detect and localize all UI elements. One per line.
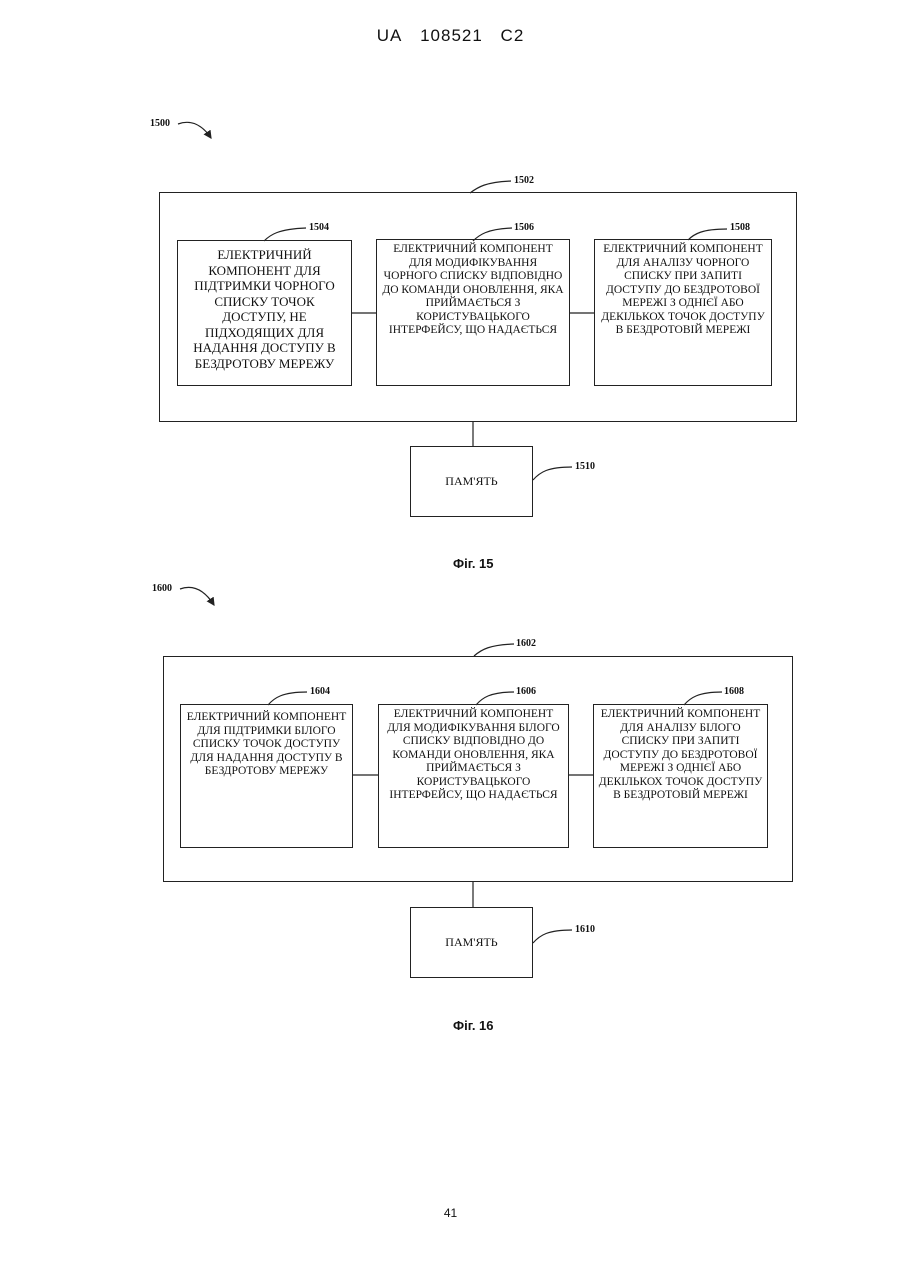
component-1508: ЕЛЕКТРИЧНИЙ КОМПОНЕНТ ДЛЯ АНАЛІЗУ ЧОРНОГ…: [594, 239, 772, 386]
leader-1510: [533, 467, 572, 480]
ref-1610: 1610: [575, 924, 595, 935]
ref-1506: 1506: [514, 222, 534, 233]
ref-1600: 1600: [152, 583, 172, 594]
component-1606: ЕЛЕКТРИЧНИЙ КОМПОНЕНТ ДЛЯ МОДИФІКУВАННЯ …: [378, 704, 569, 848]
leader-1610: [533, 930, 572, 943]
memory-box-1510: ПАМ'ЯТЬ: [410, 446, 533, 517]
component-1506: ЕЛЕКТРИЧНИЙ КОМПОНЕНТ ДЛЯ МОДИФІКУВАННЯ …: [376, 239, 570, 386]
ref-1602: 1602: [516, 638, 536, 649]
figure-caption-15: Фіг. 15: [453, 556, 494, 571]
system-1500-arrow: [178, 122, 211, 138]
memory-box-1610: ПАМ'ЯТЬ: [410, 907, 533, 978]
page-number: 41: [0, 1206, 901, 1220]
component-1608: ЕЛЕКТРИЧНИЙ КОМПОНЕНТ ДЛЯ АНАЛІЗУ БІЛОГО…: [593, 704, 768, 848]
ref-1606: 1606: [516, 686, 536, 697]
ref-1502: 1502: [514, 175, 534, 186]
ref-1608: 1608: [724, 686, 744, 697]
component-1604: ЕЛЕКТРИЧНИЙ КОМПОНЕНТ ДЛЯ ПІДТРИМКИ БІЛО…: [180, 704, 353, 848]
figure-caption-16: Фіг. 16: [453, 1018, 494, 1033]
ref-1508: 1508: [730, 222, 750, 233]
system-1600-arrow: [180, 587, 214, 605]
leader-1602: [474, 644, 514, 656]
ref-1510: 1510: [575, 461, 595, 472]
component-1504: ЕЛЕКТРИЧНИЙ КОМПОНЕНТ ДЛЯ ПІДТРИМКИ ЧОРН…: [177, 240, 352, 386]
ref-1504: 1504: [309, 222, 329, 233]
ref-1604: 1604: [310, 686, 330, 697]
ref-1500: 1500: [150, 118, 170, 129]
